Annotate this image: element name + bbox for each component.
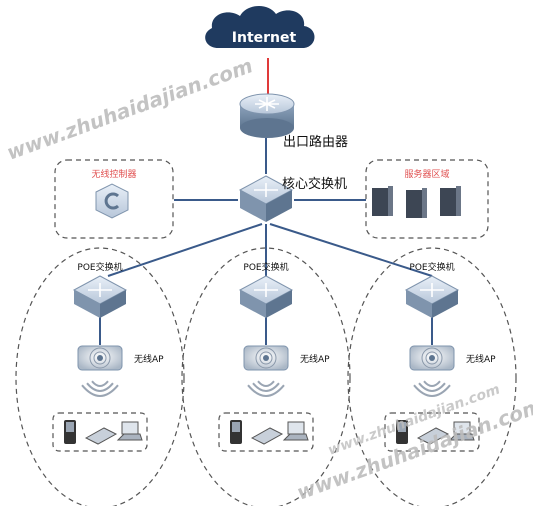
router-icon bbox=[239, 93, 295, 138]
branch2-ellipse bbox=[181, 247, 351, 509]
wireless-ap-icon bbox=[409, 345, 455, 371]
phone-icon bbox=[64, 420, 76, 444]
cloud-shape bbox=[205, 5, 315, 48]
phone-icon bbox=[230, 420, 242, 444]
poe-switch-label: POE交换机 bbox=[77, 261, 122, 273]
watermark-1: www.zhuhaidajian.com bbox=[4, 53, 256, 164]
laptop-icon bbox=[282, 421, 309, 441]
poe-switch-label: POE交换机 bbox=[243, 261, 288, 273]
internet-cloud: Internet bbox=[205, 5, 315, 48]
controller-box bbox=[54, 159, 174, 239]
wireless-ap-icon bbox=[243, 345, 289, 371]
tablet-icon bbox=[250, 427, 284, 445]
router-label: 出口路由器 bbox=[283, 134, 348, 150]
branch1-ellipse bbox=[15, 247, 185, 509]
core-switch-icon bbox=[238, 175, 294, 222]
wireless-controller-label: 无线控制器 bbox=[91, 168, 136, 180]
wireless-controller-icon bbox=[95, 183, 129, 219]
clients-box bbox=[384, 412, 480, 452]
laptop-icon bbox=[116, 421, 143, 441]
core-branch1-link bbox=[107, 223, 263, 277]
tablet-icon bbox=[84, 427, 118, 445]
server-area-box bbox=[365, 159, 489, 239]
poe-switch-icon bbox=[404, 275, 460, 318]
wireless-ap-icon bbox=[77, 345, 123, 371]
wifi-signal-icon bbox=[247, 380, 285, 397]
wireless-ap-label: 无线AP bbox=[466, 353, 496, 365]
core-switch-label: 核心交换机 bbox=[282, 176, 347, 192]
tablet-icon bbox=[416, 427, 450, 445]
laptop-icon bbox=[448, 421, 475, 441]
group-outlines bbox=[15, 159, 517, 509]
server-icon bbox=[372, 186, 461, 218]
poe-switch-icon bbox=[72, 275, 128, 318]
branch3-ellipse bbox=[347, 247, 517, 509]
phone-icon bbox=[396, 420, 408, 444]
internet-label: Internet bbox=[232, 30, 297, 46]
poe-switch-label: POE交换机 bbox=[409, 261, 454, 273]
wireless-ap-label: 无线AP bbox=[300, 353, 330, 365]
clients-box bbox=[218, 412, 314, 452]
core-branch3-link bbox=[269, 223, 433, 277]
wifi-signal-icon bbox=[81, 380, 119, 397]
poe-switch-icon bbox=[238, 275, 294, 318]
clients-box bbox=[52, 412, 148, 452]
links bbox=[99, 58, 433, 345]
wireless-ap-label: 无线AP bbox=[134, 353, 164, 365]
server-area-label: 服务器区域 bbox=[404, 168, 449, 180]
wifi-signal-icon bbox=[413, 380, 451, 397]
